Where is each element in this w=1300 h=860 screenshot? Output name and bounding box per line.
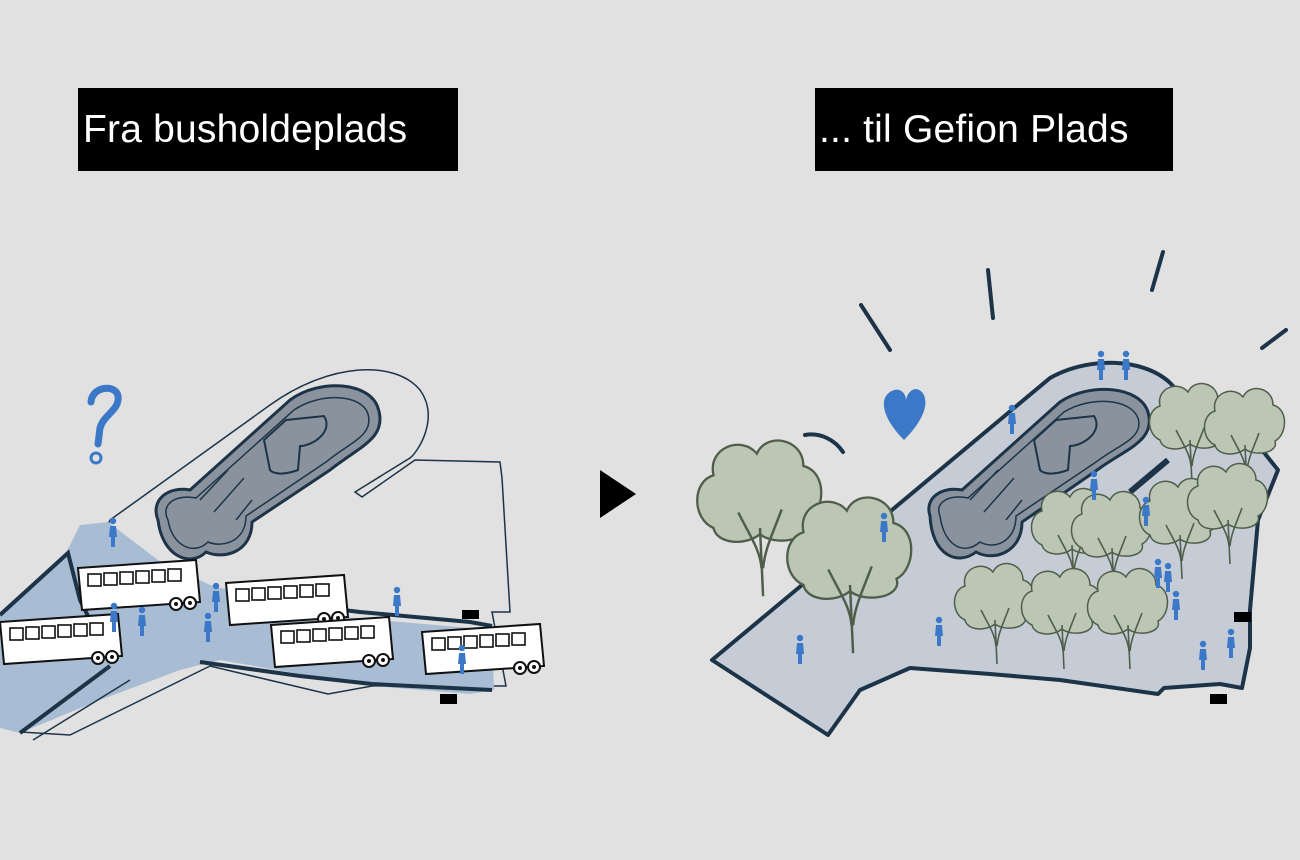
site-outline [18,369,511,736]
label-after: ... til Gefion Plads [815,88,1173,171]
after-scene [695,250,1288,737]
bus [270,616,394,668]
heart-icon [883,389,926,440]
fountain [927,387,1151,560]
play-arrow-icon [600,470,636,518]
question-mark-icon [87,384,122,465]
bus [421,623,545,675]
fountain [154,384,382,561]
joy-rays [803,250,1288,454]
bus [225,574,349,626]
before-scene [0,369,545,741]
bus [77,559,201,611]
bus [0,613,123,665]
person [393,586,401,616]
label-before: Fra busholdeplads [78,88,458,171]
